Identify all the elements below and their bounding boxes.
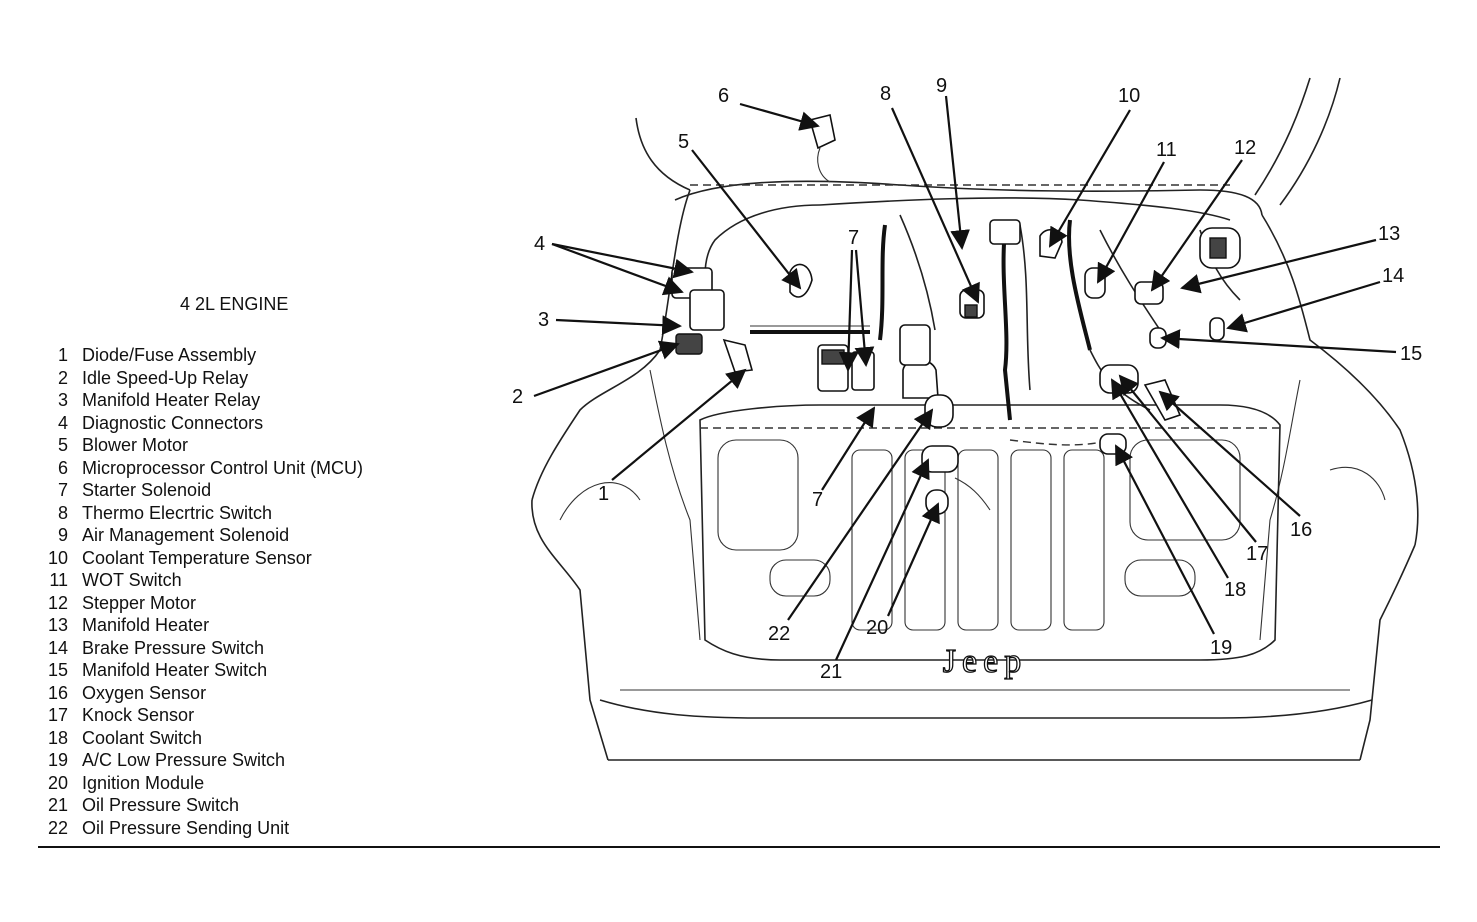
legend-item-label: Thermo Elecrtric Switch	[82, 502, 273, 523]
legend-item-label: Knock Sensor	[82, 705, 195, 725]
legend-item-3: 3 Manifold Heater Relay	[38, 389, 363, 412]
callout-21: 21	[820, 661, 842, 683]
callout-14: 14	[1382, 265, 1404, 287]
legend-item-5: 5 Blower Motor	[38, 434, 363, 457]
legend-list: 1 Diode/Fuse Assembly 2 Idle Speed-Up Relay…	[38, 344, 363, 839]
legend-item-14: 14 Brake Pressure Switch	[38, 637, 363, 660]
legend-item-17: 17 Knock Sensor	[38, 704, 363, 727]
legend-item-number: 8	[57, 502, 68, 523]
bottom-rule	[38, 846, 1440, 848]
legend-item-number: 17	[47, 705, 68, 725]
legend-item-label: Blower Motor	[82, 435, 189, 455]
legend-item-8: 8 Thermo Elecrtric Switch	[38, 502, 363, 525]
callout-numbers: 1 2 3 4 5 6 7 7 8 9 10 11 12 13 14 15 16…	[512, 75, 1422, 683]
legend-item-2: 2 Idle Speed-Up Relay	[38, 367, 363, 390]
legend-item-label: Manifold Heater	[82, 615, 210, 635]
callout-10: 10	[1118, 85, 1140, 107]
callout-4: 4	[534, 233, 545, 255]
callout-8: 8	[880, 83, 891, 105]
legend-item-number: 7	[57, 480, 68, 500]
callout-6: 6	[718, 85, 729, 107]
legend-item-label: Oil Pressure Switch	[82, 795, 240, 815]
legend-item-label: Idle Speed-Up Relay	[82, 367, 249, 388]
legend-item-label: Brake Pressure Switch	[82, 637, 265, 658]
legend-item-number: 9	[57, 525, 68, 545]
legend-item-number: 12	[47, 592, 68, 613]
callout-5: 5	[678, 131, 689, 153]
legend-item-label: Ignition Module	[82, 772, 205, 793]
legend-item-label: Oil Pressure Sending Unit	[82, 817, 290, 838]
legend-item-number: 18	[47, 727, 68, 748]
legend-item-16: 16 Oxygen Sensor	[38, 682, 363, 705]
legend-item-number: 1	[57, 345, 68, 365]
callout-3: 3	[538, 309, 549, 331]
legend-item-label: Manifold Heater Relay	[82, 390, 261, 410]
legend-item-number: 19	[47, 750, 68, 770]
legend-item-number: 10	[47, 547, 68, 568]
legend-item-number: 13	[47, 615, 68, 635]
callout-7-bottom: 7	[812, 489, 823, 511]
legend-item-number: 3	[57, 390, 68, 410]
callout-12: 12	[1234, 137, 1256, 159]
callout-2: 2	[512, 386, 523, 408]
legend-item-number: 15	[47, 660, 68, 680]
legend-item-number: 20	[47, 772, 68, 793]
legend-item-1: 1 Diode/Fuse Assembly	[38, 344, 363, 367]
grille: Jeep	[699, 404, 1281, 681]
callout-7-top: 7	[848, 227, 859, 249]
legend-item-7: 7 Starter Solenoid	[38, 479, 363, 502]
leader-arrows	[533, 95, 1397, 661]
callout-13: 13	[1378, 223, 1400, 245]
legend-item-label: WOT Switch	[82, 570, 182, 590]
legend-item-number: 14	[47, 637, 68, 658]
legend-item-10: 10 Coolant Temperature Sensor	[38, 547, 363, 570]
callout-9: 9	[936, 75, 947, 97]
legend-item-number: 2	[57, 367, 68, 388]
legend-title: 4 2L ENGINE	[180, 294, 289, 314]
legend-item-6: 6 Microprocessor Control Unit (MCU)	[38, 457, 363, 480]
legend-item-label: Oxygen Sensor	[82, 682, 207, 703]
callout-17: 17	[1246, 543, 1268, 565]
legend-item-label: Diode/Fuse Assembly	[82, 345, 257, 365]
legend-item-4: 4 Diagnostic Connectors	[38, 412, 363, 435]
callout-22: 22	[768, 623, 790, 645]
legend-item-label: Coolant Switch	[82, 727, 203, 748]
legend-item-9: 9 Air Management Solenoid	[38, 524, 363, 547]
legend-item-label: Diagnostic Connectors	[82, 412, 264, 433]
legend-item-20: 20 Ignition Module	[38, 772, 363, 795]
legend-item-number: 5	[57, 435, 68, 455]
callout-11: 11	[1156, 139, 1177, 161]
legend-item-label: A/C Low Pressure Switch	[82, 750, 286, 770]
legend-item-number: 6	[57, 457, 68, 478]
legend-item-label: Starter Solenoid	[82, 480, 212, 500]
legend-item-19: 19 A/C Low Pressure Switch	[38, 749, 363, 772]
legend-item-number: 21	[47, 795, 68, 815]
callout-1: 1	[598, 483, 609, 505]
legend-item-number: 4	[57, 412, 68, 433]
callout-20: 20	[866, 617, 888, 639]
legend-item-number: 11	[49, 570, 68, 590]
callout-16: 16	[1290, 519, 1312, 541]
legend-item-number: 16	[47, 682, 68, 703]
legend-item-number: 22	[47, 817, 68, 838]
legend-item-21: 21 Oil Pressure Switch	[38, 794, 363, 817]
vehicle-outline	[531, 77, 1419, 761]
callout-18: 18	[1224, 579, 1246, 601]
legend-item-label: Microprocessor Control Unit (MCU)	[82, 457, 364, 478]
legend-item-15: 15 Manifold Heater Switch	[38, 659, 363, 682]
legend-item-18: 18 Coolant Switch	[38, 727, 363, 750]
legend-item-label: Coolant Temperature Sensor	[82, 547, 312, 568]
legend-item-label: Manifold Heater Switch	[82, 660, 268, 680]
legend-item-11: 11 WOT Switch	[38, 569, 363, 592]
legend-item-13: 13 Manifold Heater	[38, 614, 363, 637]
legend-item-12: 12 Stepper Motor	[38, 592, 363, 615]
callout-19: 19	[1210, 637, 1232, 659]
legend-item-22: 22 Oil Pressure Sending Unit	[38, 817, 363, 840]
grille-logo: Jeep	[943, 643, 1027, 680]
legend-item-label: Stepper Motor	[82, 592, 197, 613]
legend-item-label: Air Management Solenoid	[82, 525, 290, 545]
callout-15: 15	[1400, 343, 1422, 365]
